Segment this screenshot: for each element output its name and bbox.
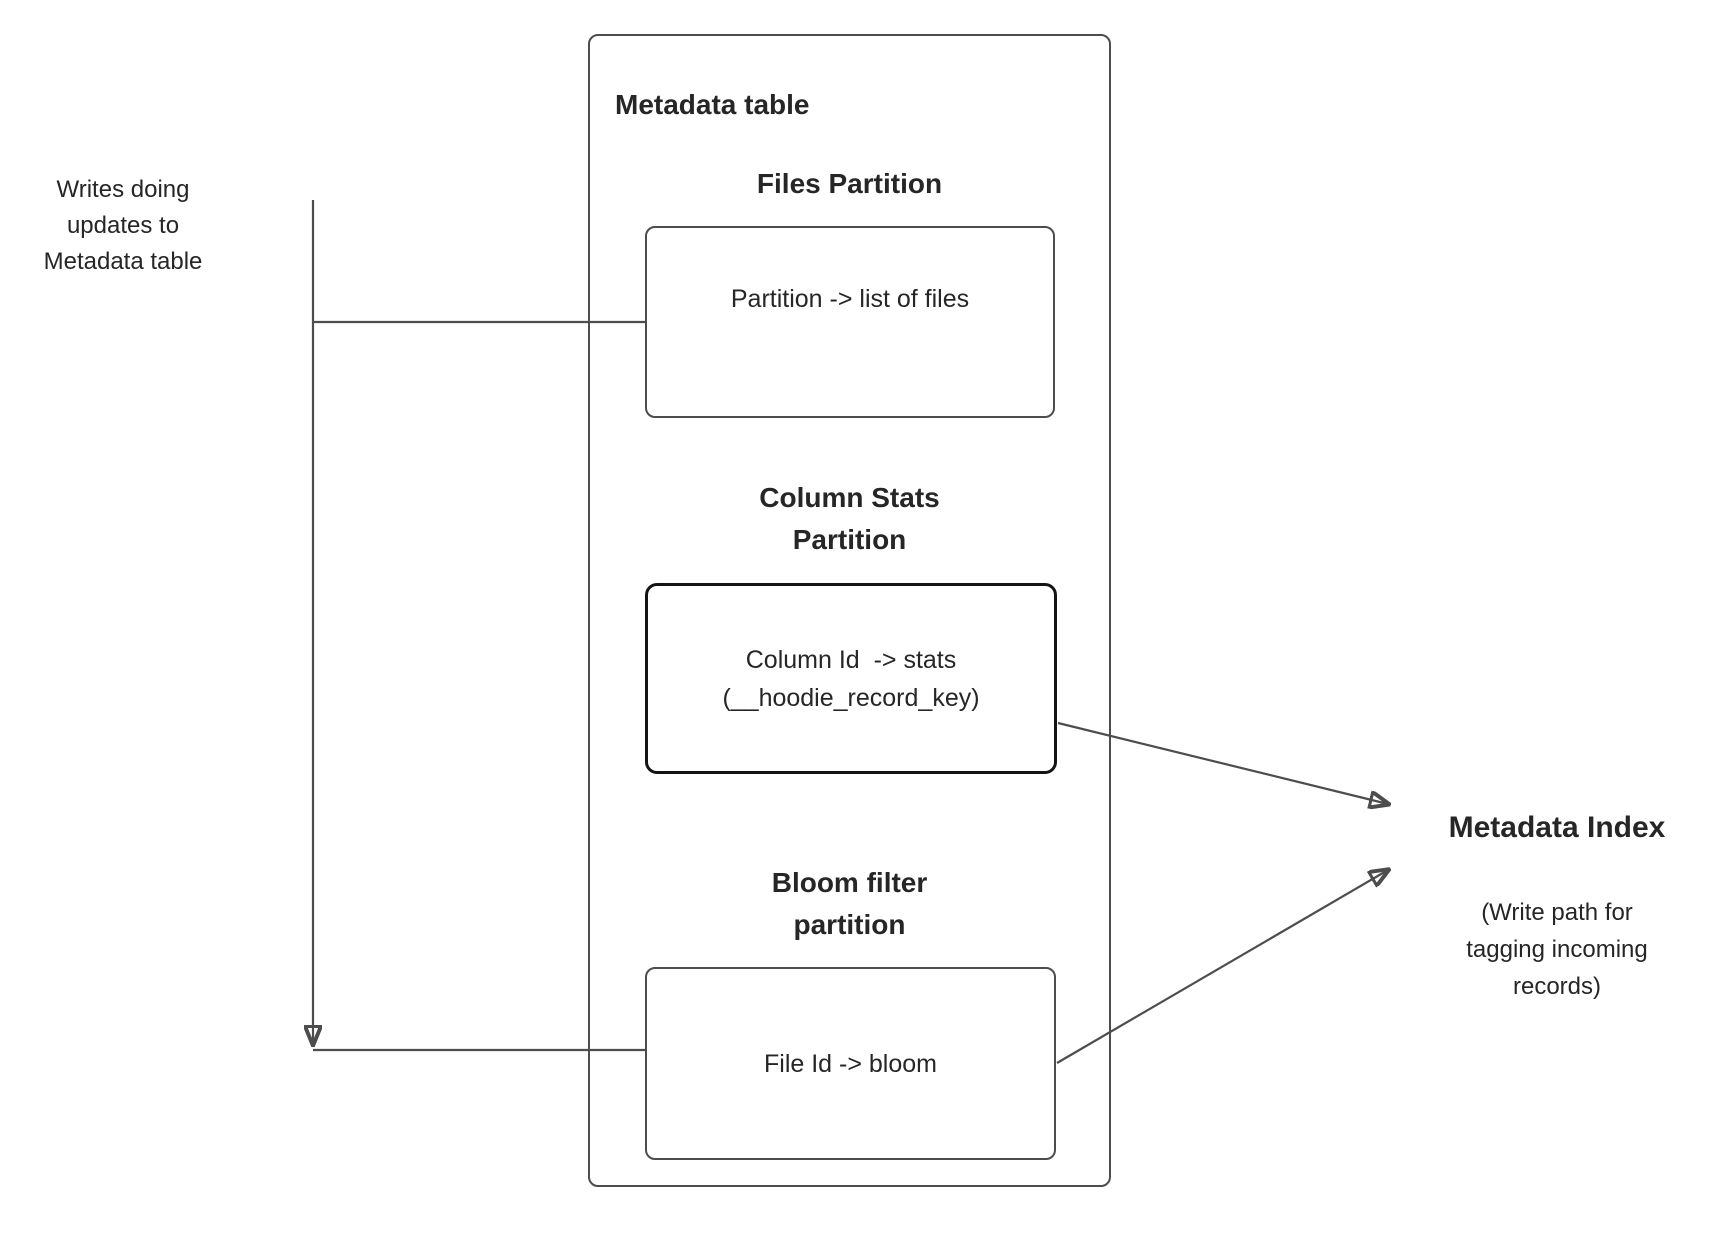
bloom-filter-partition-heading-label: Bloom filter partition: [771, 867, 928, 940]
files-partition-heading-label: Files Partition: [756, 168, 943, 199]
column-stats-partition-heading: Column Stats Partition: [588, 477, 1111, 561]
metadata-index: Metadata Index (Write path for tagging i…: [1397, 809, 1717, 1005]
column-stats-box-text-line2: (__hoodie_record_key): [722, 683, 980, 712]
metadata-table-title: Metadata table: [615, 89, 810, 120]
metadata-index-title: Metadata Index: [1448, 811, 1666, 844]
bloom-filter-box-text: File Id -> bloom: [764, 1049, 937, 1078]
files-partition-heading: Files Partition: [588, 163, 1111, 205]
column-stats-box-text-line1: Column Id -> stats: [745, 645, 957, 674]
metadata-index-subtitle: (Write path for tagging incoming records…: [1466, 899, 1648, 1000]
writes-updates-note: Writes doing updates to Metadata table: [43, 176, 203, 275]
files-partition-box: Partition -> list of files: [645, 226, 1055, 418]
bloom-filter-partition-box: File Id -> bloom: [645, 967, 1056, 1160]
files-partition-box-text: Partition -> list of files: [730, 285, 970, 313]
column-stats-partition-box: Column Id -> stats (__hoodie_record_key): [645, 583, 1057, 774]
metadata-table-container: [588, 34, 1111, 1187]
bloom-filter-partition-heading: Bloom filter partition: [588, 862, 1111, 946]
column-stats-partition-heading-label: Column Stats Partition: [759, 482, 940, 555]
